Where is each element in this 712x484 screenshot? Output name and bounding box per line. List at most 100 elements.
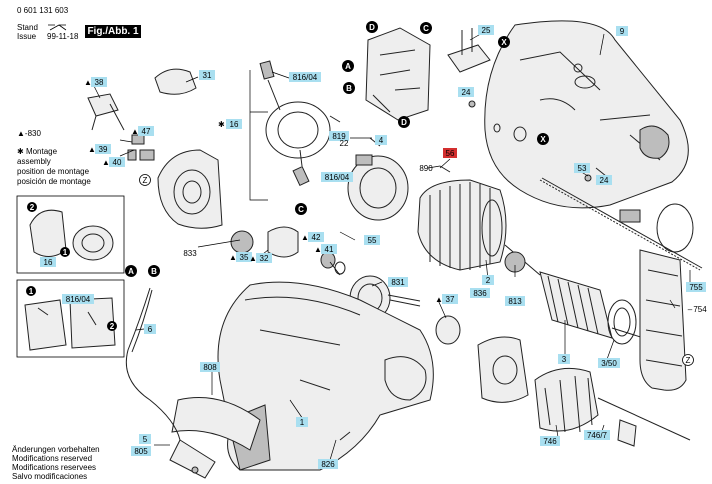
part-tag-40[interactable]: ▲40	[102, 157, 125, 167]
svg-text:▲: ▲	[88, 145, 96, 154]
svg-text:24: 24	[462, 88, 471, 97]
part-tag-826[interactable]: 826	[318, 459, 338, 469]
svg-text:805: 805	[134, 447, 148, 456]
svg-text:31: 31	[203, 71, 212, 80]
part-tag-53[interactable]: 53	[574, 163, 590, 173]
svg-text:37: 37	[446, 295, 455, 304]
part-tag-3-50[interactable]: 3/50	[598, 358, 620, 368]
svg-text:▲: ▲	[435, 295, 443, 304]
svg-text:826: 826	[321, 460, 335, 469]
callout-d-middle: D	[398, 116, 410, 128]
svg-text:816/04: 816/04	[66, 295, 91, 304]
callout-d-top: D	[366, 21, 378, 33]
part-tag-55[interactable]: 55	[364, 235, 380, 245]
part-tag-22[interactable]: 22	[340, 139, 349, 148]
part-tag-16-inset[interactable]: 16	[40, 257, 56, 267]
triangle-legend: ▲-830	[17, 129, 41, 138]
motor-housing-drawing	[484, 20, 689, 209]
part-tag-746[interactable]: 746	[540, 436, 560, 446]
part-tag-42[interactable]: ▲42	[301, 232, 324, 242]
svg-text:3/50: 3/50	[601, 359, 617, 368]
fan-baffle-drawing	[157, 149, 223, 229]
cap-31-drawing	[154, 68, 197, 95]
part-tag-746-7[interactable]: 746/7	[584, 430, 610, 440]
part-tag-5[interactable]: 5	[139, 434, 151, 444]
part-tag-24-right[interactable]: 24	[596, 175, 612, 185]
part-tag-6[interactable]: 6	[144, 324, 156, 334]
inset-brush-assembly	[16, 279, 125, 358]
svg-text:▲: ▲	[102, 158, 110, 167]
auxiliary-handle-drawing	[619, 203, 694, 391]
part-tag-31[interactable]: 31	[199, 70, 215, 80]
armature-drawing	[504, 244, 651, 345]
part-tag-16-main[interactable]: ✱16	[218, 119, 242, 129]
svg-text:Z: Z	[143, 176, 148, 185]
svg-text:16: 16	[230, 120, 239, 129]
svg-text:24: 24	[600, 176, 609, 185]
svg-text:39: 39	[99, 145, 108, 154]
part-tag-47[interactable]: ▲47	[131, 126, 154, 136]
svg-text:▲: ▲	[314, 245, 322, 254]
svg-text:4: 4	[379, 136, 384, 145]
part-tag-816-04-inset[interactable]: 816/04	[62, 294, 94, 304]
part-tag-2[interactable]: 2	[482, 275, 494, 285]
part-tag-833[interactable]: 833	[183, 249, 197, 258]
svg-text:35: 35	[240, 253, 249, 262]
chuck-drawing	[534, 367, 691, 447]
part-tag-4[interactable]: 4	[375, 135, 387, 145]
footer-line-2: Modifications reserved	[12, 454, 93, 463]
svg-text:6: 6	[148, 325, 153, 334]
part-tag-1[interactable]: 1	[296, 417, 308, 427]
part-tag-9[interactable]: 9	[616, 26, 628, 36]
part-tag-805[interactable]: 805	[131, 446, 151, 456]
svg-text:C: C	[298, 205, 304, 214]
part-tag-32[interactable]: ▲32	[249, 253, 272, 263]
part-tag-816-04-mid[interactable]: 816/04	[321, 172, 353, 182]
svg-text:813: 813	[508, 297, 522, 306]
part-tag-38[interactable]: ▲38	[84, 77, 107, 87]
cable-drawing	[125, 287, 216, 479]
leader-lines	[92, 30, 691, 461]
footer-notes: Änderungen vorbehalten Modifications res…	[12, 445, 100, 481]
part-tag-24-top[interactable]: 24	[458, 87, 474, 97]
svg-text:53: 53	[578, 164, 587, 173]
callout-a-top: A	[342, 60, 354, 72]
revision-mark	[47, 23, 67, 34]
part-tag-819[interactable]: 819	[329, 131, 349, 141]
part-tag-3[interactable]: 3	[558, 354, 570, 364]
revision-icon	[48, 24, 67, 31]
star-legend: ✱ Montage assembly position de montage p…	[17, 147, 91, 187]
document-number: 0 601 131 603	[17, 6, 69, 15]
part-tag-41[interactable]: ▲41	[314, 244, 337, 254]
svg-text:746/7: 746/7	[587, 431, 608, 440]
svg-text:X: X	[501, 38, 507, 47]
svg-text:B: B	[151, 267, 157, 276]
figure-label: Fig./Abb. 1	[85, 25, 141, 38]
part-tag-813[interactable]: 813	[505, 296, 525, 306]
svg-text:D: D	[369, 23, 375, 32]
part-tag-816-04-top[interactable]: 816/04	[289, 72, 321, 82]
svg-text:836: 836	[473, 289, 487, 298]
part-tag-56[interactable]: 56	[443, 148, 457, 158]
part-tag-25[interactable]: 25	[478, 25, 494, 35]
svg-text:3: 3	[562, 355, 567, 364]
part-tag-755[interactable]: 755	[686, 282, 706, 292]
star-legend-line-3: position de montage	[17, 167, 90, 176]
svg-text:746: 746	[543, 437, 557, 446]
part-tag-754[interactable]: –754	[688, 305, 707, 314]
part-tag-890[interactable]: 890	[419, 164, 433, 173]
part-tag-37[interactable]: ▲37	[435, 294, 458, 304]
svg-text:25: 25	[482, 26, 491, 35]
part-tag-808[interactable]: 808	[200, 362, 220, 372]
svg-text:2: 2	[110, 322, 115, 331]
part-tag-831[interactable]: 831	[388, 277, 408, 287]
part-tag-35[interactable]: ▲35	[229, 252, 252, 262]
switch-drawing	[365, 27, 491, 121]
part-tag-836[interactable]: 836	[470, 288, 490, 298]
callout-b-cable: B	[148, 265, 160, 277]
svg-text:833: 833	[183, 249, 197, 258]
svg-text:16: 16	[44, 258, 53, 267]
star-legend-line-4: posición de montage	[17, 177, 91, 186]
part-tag-39[interactable]: ▲39	[88, 144, 111, 154]
